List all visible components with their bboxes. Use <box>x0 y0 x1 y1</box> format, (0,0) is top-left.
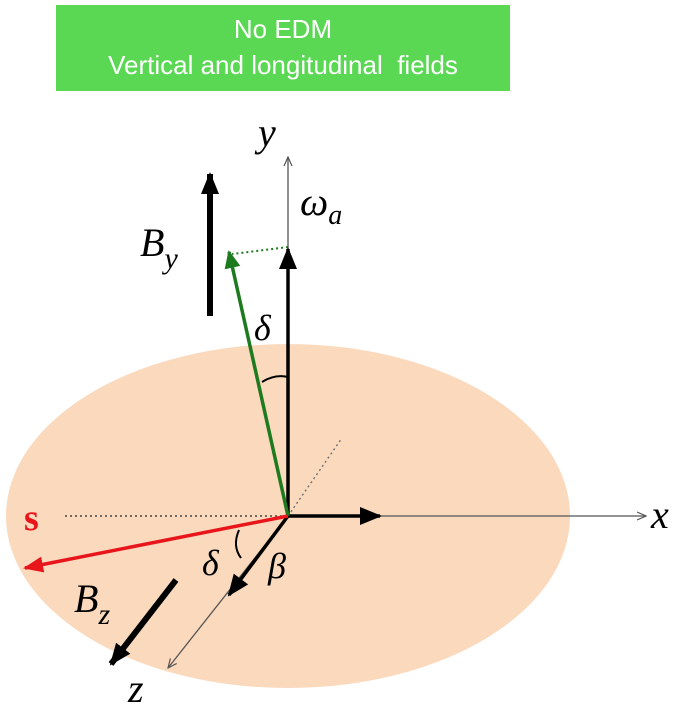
z-axis-label: z <box>127 666 144 711</box>
projection-dotted-line <box>231 246 289 255</box>
z-component-vector <box>227 514 290 597</box>
banner-line-2: Vertical and longitudinal fields <box>108 50 458 80</box>
beta-label: β <box>267 546 286 586</box>
omega-symbol: ω <box>300 179 328 224</box>
By-label: By <box>140 220 178 275</box>
omega-subscript: a <box>328 200 342 231</box>
By-subscript: y <box>161 242 178 275</box>
tilted-rotation-vector <box>224 250 290 517</box>
spin-label: s <box>24 497 39 539</box>
spin-vector <box>23 514 289 573</box>
negative-z-dotted-line <box>287 437 343 517</box>
delta-upper-label: δ <box>254 308 272 348</box>
title-banner: No EDM Vertical and longitudinal fields <box>56 5 510 91</box>
Bz-subscript: z <box>97 598 110 631</box>
By-symbol: B <box>140 220 164 265</box>
y-axis-label: y <box>254 110 276 155</box>
Bz-field-arrow <box>108 578 179 666</box>
Bz-symbol: B <box>74 576 98 621</box>
delta-lower-arc <box>235 529 242 559</box>
Bz-label: Bz <box>74 576 110 631</box>
banner-line-1: No EDM <box>233 14 333 44</box>
delta-upper-arc <box>261 375 289 383</box>
delta-lower-label: δ <box>202 543 220 583</box>
x-axis-label: x <box>650 492 669 537</box>
omega-a-label: ωa <box>300 179 342 231</box>
